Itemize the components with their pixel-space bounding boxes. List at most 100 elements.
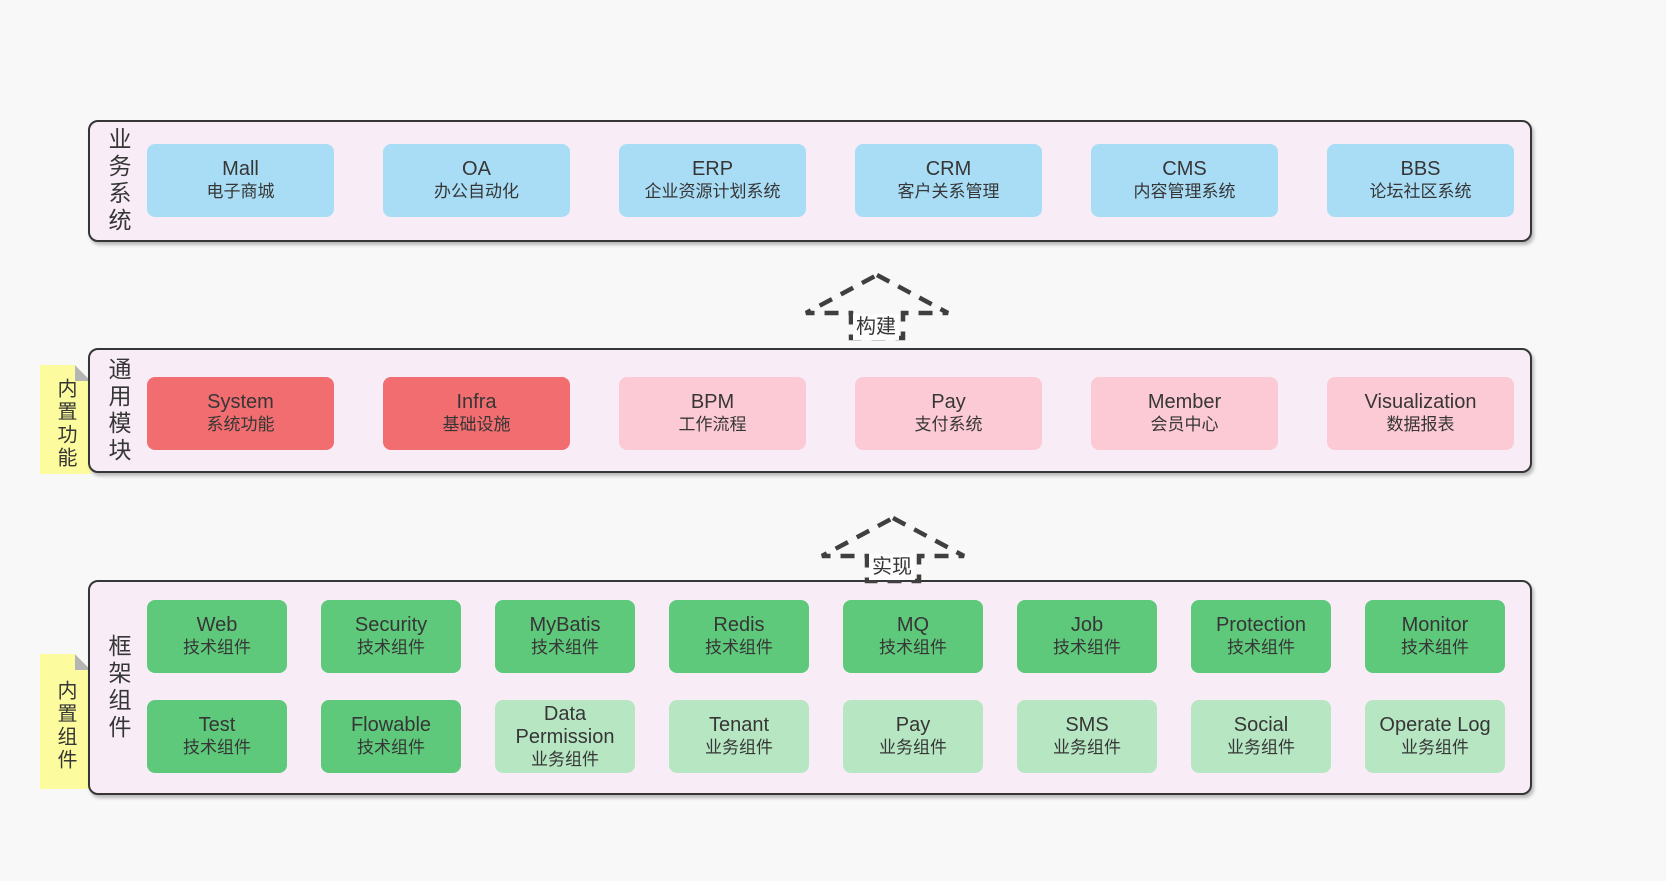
box-name: Operate Log xyxy=(1379,714,1491,736)
box-name: OA xyxy=(462,158,491,180)
box-data-permission: Data Permission 业务组件 xyxy=(495,700,635,773)
section-business-systems: 业务系统 Mall 电子商城 OA 办公自动化 ERP 企业资源计划系统 CRM… xyxy=(88,120,1532,242)
section-framework-components: 框架组件 Web 技术组件 Security 技术组件 MyBatis 技术组件… xyxy=(88,580,1532,795)
box-bpm: BPM 工作流程 xyxy=(619,377,806,450)
box-name: Test xyxy=(198,714,236,736)
implement-arrow-icon xyxy=(818,514,968,584)
box-oa: OA 办公自动化 xyxy=(383,144,570,217)
box-desc: 技术组件 xyxy=(1053,638,1121,657)
box-name: CRM xyxy=(925,158,972,180)
box-desc: 会员中心 xyxy=(1150,415,1219,434)
box-name: Web xyxy=(196,614,238,636)
box-bbs: BBS 论坛社区系统 xyxy=(1327,144,1514,217)
box-desc: 业务组件 xyxy=(1401,738,1469,757)
framework-box-row-1: Web 技术组件 Security 技术组件 MyBatis 技术组件 Redi… xyxy=(147,600,1505,673)
box-name: Security xyxy=(354,614,428,636)
box-desc: 技术组件 xyxy=(357,738,425,757)
box-security: Security 技术组件 xyxy=(321,600,461,673)
box-desc: 业务组件 xyxy=(879,738,947,757)
box-infra: Infra 基础设施 xyxy=(383,377,570,450)
box-name: MQ xyxy=(896,614,930,636)
box-crm: CRM 客户关系管理 xyxy=(855,144,1042,217)
box-name: Infra xyxy=(456,391,497,413)
box-name: Member xyxy=(1147,391,1222,413)
box-name: Social xyxy=(1233,714,1289,736)
box-cms: CMS 内容管理系统 xyxy=(1091,144,1278,217)
box-mall: Mall 电子商城 xyxy=(147,144,334,217)
box-desc: 技术组件 xyxy=(879,638,947,657)
box-name: Monitor xyxy=(1401,614,1469,636)
box-sms: SMS 业务组件 xyxy=(1017,700,1157,773)
section-label-business-systems: 业务系统 xyxy=(105,127,131,235)
note-built-in-components: 内置组件 xyxy=(40,654,91,789)
framework-box-row-2: Test 技术组件 Flowable 技术组件 Data Permission … xyxy=(147,700,1505,773)
box-pay-component: Pay 业务组件 xyxy=(843,700,983,773)
section-label-framework-components: 框架组件 xyxy=(105,633,131,742)
modules-box-row: System 系统功能 Infra 基础设施 BPM 工作流程 Pay 支付系统… xyxy=(147,377,1514,450)
box-desc: 技术组件 xyxy=(705,638,773,657)
box-desc: 基础设施 xyxy=(442,415,511,434)
box-desc: 系统功能 xyxy=(206,415,275,434)
note-text: 内置功能 xyxy=(54,377,76,470)
box-name: ERP xyxy=(691,158,734,180)
box-erp: ERP 企业资源计划系统 xyxy=(619,144,806,217)
box-desc: 业务组件 xyxy=(1053,738,1121,757)
box-desc: 企业资源计划系统 xyxy=(644,182,781,201)
box-name: Flowable xyxy=(350,714,432,736)
box-name: CMS xyxy=(1162,158,1207,180)
box-name: Pay xyxy=(895,714,931,736)
box-desc: 技术组件 xyxy=(183,738,251,757)
box-desc: 技术组件 xyxy=(357,638,425,657)
box-desc: 技术组件 xyxy=(1227,638,1295,657)
box-name: SMS xyxy=(1065,714,1109,736)
box-desc: 业务组件 xyxy=(531,749,599,769)
box-name: Data Permission xyxy=(515,702,615,748)
box-desc: 办公自动化 xyxy=(434,182,519,201)
box-desc: 论坛社区系统 xyxy=(1369,182,1472,201)
box-system: System 系统功能 xyxy=(147,377,334,450)
box-name: MyBatis xyxy=(529,614,601,636)
box-name: Tenant xyxy=(708,714,770,736)
box-name: Job xyxy=(1070,614,1104,636)
box-flowable: Flowable 技术组件 xyxy=(321,700,461,773)
box-web: Web 技术组件 xyxy=(147,600,287,673)
note-built-in-features: 内置功能 xyxy=(40,365,91,474)
box-name: Visualization xyxy=(1364,391,1477,413)
box-desc: 客户关系管理 xyxy=(897,182,1000,201)
section-label-common-modules: 通用模块 xyxy=(105,356,131,465)
box-monitor: Monitor 技术组件 xyxy=(1365,600,1505,673)
box-name: Protection xyxy=(1215,614,1307,636)
business-box-row: Mall 电子商城 OA 办公自动化 ERP 企业资源计划系统 CRM 客户关系… xyxy=(147,144,1514,217)
box-desc: 技术组件 xyxy=(183,638,251,657)
box-desc: 数据报表 xyxy=(1386,415,1455,434)
implement-arrow-label: 实现 xyxy=(869,554,915,580)
box-desc: 业务组件 xyxy=(705,738,773,757)
box-desc: 工作流程 xyxy=(678,415,747,434)
build-arrow-label: 构建 xyxy=(853,314,899,340)
box-mybatis: MyBatis 技术组件 xyxy=(495,600,635,673)
box-name: System xyxy=(207,391,274,413)
box-social: Social 业务组件 xyxy=(1191,700,1331,773)
box-protection: Protection 技术组件 xyxy=(1191,600,1331,673)
box-tenant: Tenant 业务组件 xyxy=(669,700,809,773)
note-text: 内置组件 xyxy=(54,679,76,772)
box-job: Job 技术组件 xyxy=(1017,600,1157,673)
box-mq: MQ 技术组件 xyxy=(843,600,983,673)
box-member: Member 会员中心 xyxy=(1091,377,1278,450)
box-operate-log: Operate Log 业务组件 xyxy=(1365,700,1505,773)
box-name: Pay xyxy=(931,391,966,413)
box-name: Mall xyxy=(222,158,259,180)
box-desc: 技术组件 xyxy=(531,638,599,657)
box-desc: 支付系统 xyxy=(914,415,983,434)
box-test: Test 技术组件 xyxy=(147,700,287,773)
box-desc: 技术组件 xyxy=(1401,638,1469,657)
box-name: BPM xyxy=(690,391,735,413)
box-name: BBS xyxy=(1400,158,1441,180)
box-visualization: Visualization 数据报表 xyxy=(1327,377,1514,450)
box-redis: Redis 技术组件 xyxy=(669,600,809,673)
box-desc: 业务组件 xyxy=(1227,738,1295,757)
section-common-modules: 通用模块 System 系统功能 Infra 基础设施 BPM 工作流程 Pay… xyxy=(88,348,1532,473)
box-desc: 内容管理系统 xyxy=(1133,182,1236,201)
box-name: Redis xyxy=(713,614,765,636)
